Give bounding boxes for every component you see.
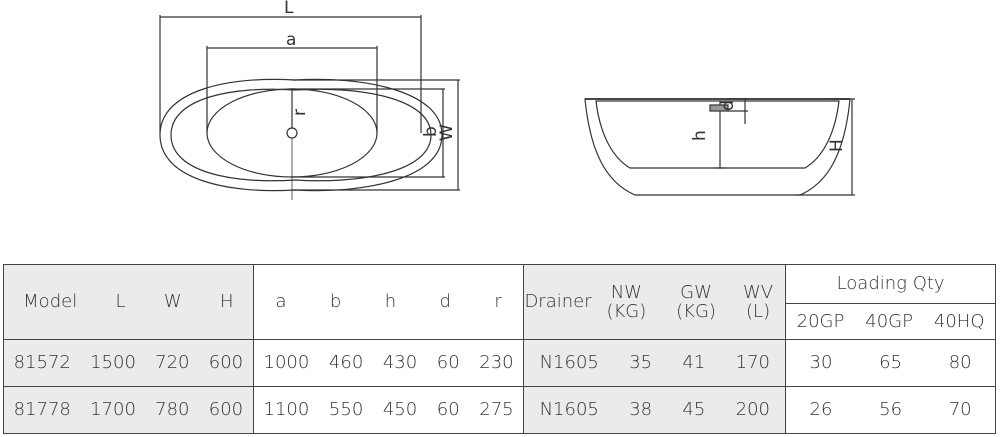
label-L: L [284, 0, 294, 18]
header-drainer: Drainer [524, 291, 592, 312]
header-h: h [384, 291, 397, 312]
label-r: r [290, 109, 310, 116]
cell-h: 430 [382, 352, 418, 373]
drain-hole [286, 127, 298, 139]
label-a: a [286, 30, 296, 50]
header-loading-qty: Loading Qty [785, 264, 996, 304]
label-b: b [421, 126, 441, 137]
header-nw: NW (KG) [606, 282, 647, 322]
cell-40gp: 56 [879, 399, 903, 420]
header-gw: GW (KG) [676, 282, 716, 322]
cell-H: 600 [208, 399, 244, 420]
side-view-inner [595, 100, 840, 169]
cell-20gp: 30 [809, 352, 833, 373]
cell-d: 60 [436, 352, 460, 373]
header-model: Model [23, 291, 78, 312]
header-d: d [439, 291, 451, 312]
header-r: r [494, 291, 502, 312]
header-b: b [329, 291, 342, 312]
cell-r: 275 [479, 399, 514, 420]
cell-gw: 41 [682, 352, 706, 373]
header-wv: WV (L) [743, 282, 774, 322]
header-20gp: 20GP [796, 310, 845, 332]
cell-drainer: N1605 [539, 352, 599, 373]
cell-model: 81572 [13, 352, 71, 373]
header-a: a [275, 291, 287, 312]
table-row: 81778 1700 780 600 1100 550 450 60 275 N… [3, 386, 996, 434]
side-view-shell [584, 98, 851, 196]
spec-table: Model L W H a b h d r Drainer NW (KG) [3, 264, 996, 434]
label-h: h [690, 130, 710, 141]
header-W: W [163, 291, 182, 312]
top-view-outer-rim [159, 78, 443, 192]
header-containers: 20GP 40GP 40HQ [785, 303, 996, 340]
cell-d: 60 [436, 399, 460, 420]
header-H: H [220, 291, 234, 312]
cell-L: 1700 [90, 399, 136, 420]
header-40gp: 40GP [865, 310, 913, 332]
cell-wv: 200 [735, 399, 770, 420]
cell-a: 1100 [263, 399, 310, 420]
cell-40hq: 80 [948, 352, 972, 373]
cell-W: 720 [155, 352, 190, 373]
cell-L: 1500 [90, 352, 136, 373]
header-weights: Drainer NW (KG) GW (KG) WV (L) [523, 264, 787, 340]
cell-h: 450 [382, 399, 418, 420]
cell-b: 550 [328, 399, 364, 420]
cell-H: 600 [208, 352, 244, 373]
cell-nw: 35 [629, 352, 653, 373]
cell-b: 460 [328, 352, 364, 373]
top-view-inner-rim [170, 88, 432, 182]
cell-nw: 38 [629, 399, 653, 420]
cell-40gp: 65 [879, 352, 903, 373]
cell-W: 780 [155, 399, 190, 420]
bathtub-drawing: L a r b W h d H [159, 0, 855, 200]
table-row: 81572 1500 720 600 1000 460 430 60 230 N… [3, 339, 996, 387]
label-d: d [718, 100, 738, 111]
cell-drainer: N1605 [539, 399, 599, 420]
header-L: L [115, 291, 126, 312]
cell-wv: 170 [735, 352, 770, 373]
cell-r: 230 [479, 352, 514, 373]
header-dimensions: Model L W H [3, 264, 254, 340]
header-inner-dimensions: a b h d r [252, 264, 525, 340]
cell-a: 1000 [263, 352, 310, 373]
cell-model: 81778 [13, 399, 71, 420]
cell-gw: 45 [682, 399, 706, 420]
label-W: W [437, 124, 457, 141]
cell-40hq: 70 [948, 399, 972, 420]
cell-20gp: 26 [809, 399, 833, 420]
header-40hq: 40HQ [933, 310, 985, 332]
label-H: H [827, 139, 847, 152]
